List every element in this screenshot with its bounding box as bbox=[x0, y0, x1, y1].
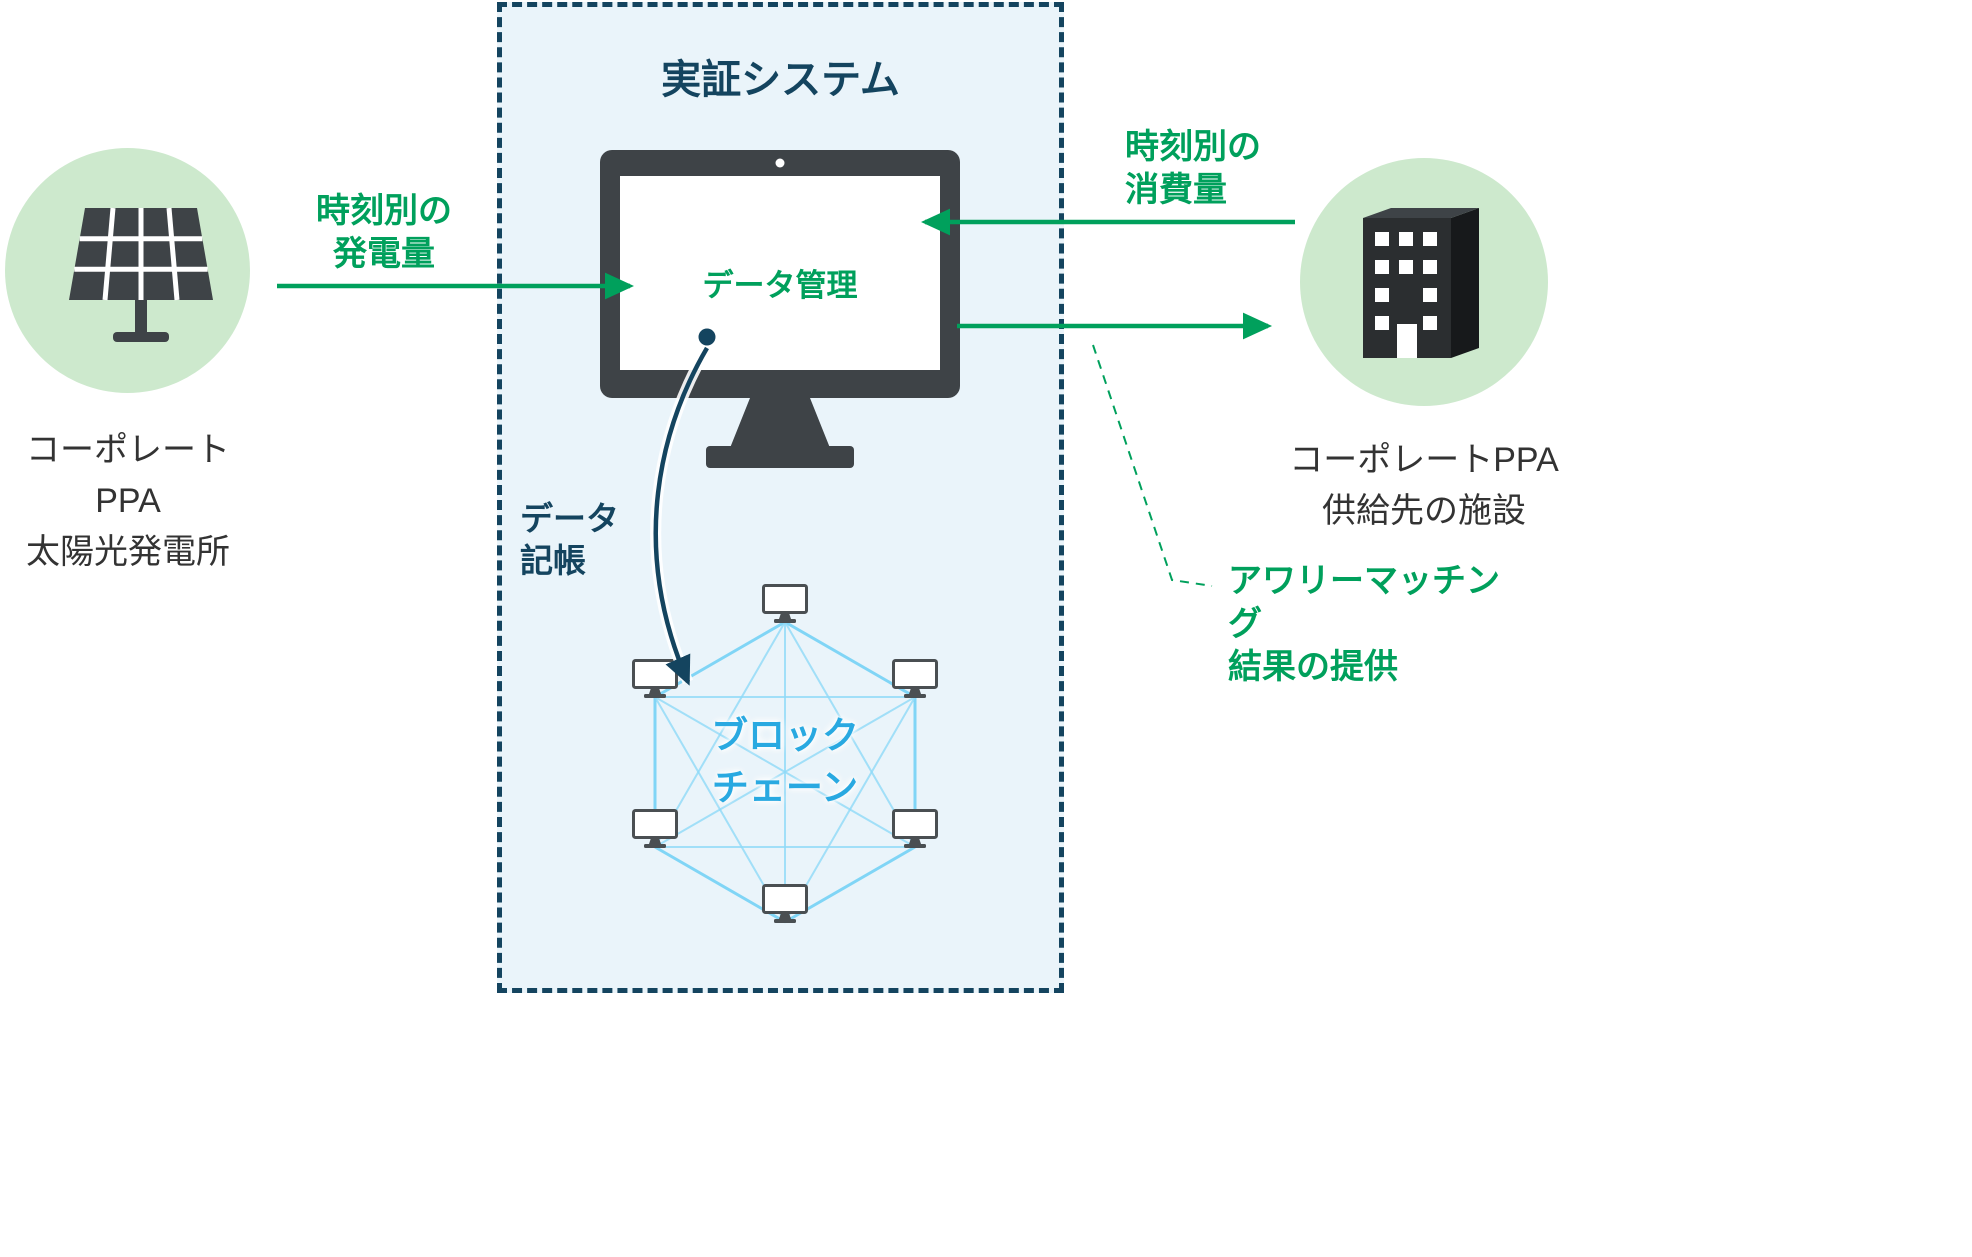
label-line: 時刻別の bbox=[316, 192, 452, 230]
facility-name: コーポレートPPA 供給先の施設 bbox=[1288, 435, 1560, 537]
generation-flow-label: 時刻別の 発電量 bbox=[284, 190, 484, 276]
data-management-label: データ管理 bbox=[630, 266, 930, 305]
node-monitor-icon bbox=[762, 584, 808, 624]
label-line: データ bbox=[520, 500, 619, 537]
label-line: 太陽光発電所 bbox=[26, 533, 230, 571]
node-monitor-icon bbox=[632, 809, 678, 849]
label-line: 結果の提供 bbox=[1228, 648, 1398, 687]
label-line: アワリーマッチング bbox=[1228, 562, 1500, 644]
label-line: ブロック bbox=[711, 715, 859, 756]
system-title: 実証システム bbox=[497, 55, 1064, 106]
blockchain-network bbox=[632, 584, 938, 924]
node-monitor-icon bbox=[632, 659, 678, 699]
label-line: 記帳 bbox=[520, 541, 586, 579]
label-line: 消費量 bbox=[1125, 171, 1227, 210]
building-icon bbox=[1363, 208, 1479, 358]
label-line: コーポレートPPA bbox=[1289, 441, 1559, 479]
data-recording-label: データ 記帳 bbox=[520, 498, 720, 582]
webcam-dot bbox=[775, 158, 785, 168]
hexagon-diagonals bbox=[654, 621, 916, 923]
solar-panel-icon bbox=[69, 207, 213, 342]
matching-result-label: アワリーマッチング 結果の提供 bbox=[1228, 560, 1518, 690]
node-monitor-icon bbox=[892, 809, 938, 849]
consumption-flow-label: 時刻別の 消費量 bbox=[1125, 126, 1345, 212]
blockchain-label: ブロック チェーン bbox=[655, 710, 915, 814]
label-line: 供給先の施設 bbox=[1322, 492, 1526, 530]
system-title-text: 実証システム bbox=[661, 58, 900, 102]
label-line: コーポレートPPA bbox=[26, 431, 230, 520]
node-monitor-icon bbox=[762, 884, 808, 924]
data-management-text: データ管理 bbox=[702, 268, 858, 303]
label-line: 時刻別の bbox=[1125, 128, 1261, 166]
matching-dashed-line bbox=[1092, 344, 1213, 587]
solar-plant-name: コーポレートPPA 太陽光発電所 bbox=[0, 425, 256, 578]
node-monitor-icon bbox=[892, 659, 938, 699]
label-line: チェーン bbox=[711, 766, 859, 808]
label-line: 発電量 bbox=[333, 235, 435, 274]
desktop-monitor-icon bbox=[600, 150, 960, 468]
